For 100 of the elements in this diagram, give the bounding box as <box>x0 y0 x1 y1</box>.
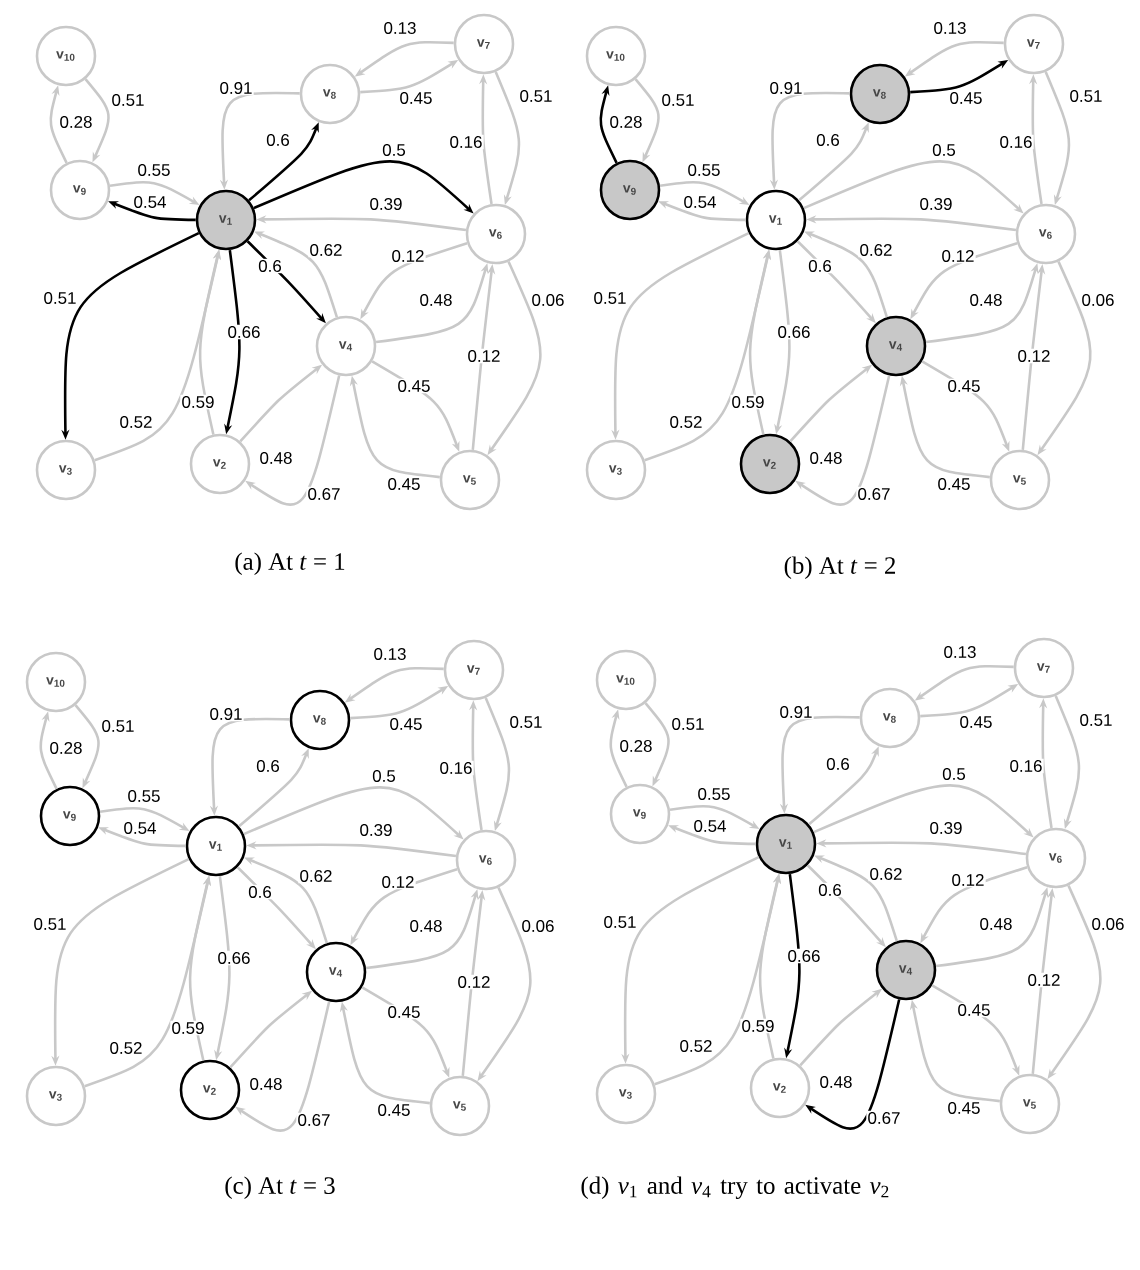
edge-label: 0.51 <box>44 292 76 304</box>
edge-label: 0.16 <box>440 762 472 774</box>
edge-label: 0.62 <box>870 868 902 880</box>
edge-label: 0.52 <box>680 1040 712 1052</box>
edge-label: 0.51 <box>510 716 542 728</box>
edge-label: 0.6 <box>258 260 282 272</box>
edge-label: 0.6 <box>826 758 850 770</box>
edge-label: 0.52 <box>670 416 702 428</box>
edge-label: 0.45 <box>948 1102 980 1114</box>
edge-label: 0.45 <box>958 1004 990 1016</box>
edge-label: 0.51 <box>662 94 694 106</box>
edge-label: 0.67 <box>868 1112 900 1124</box>
edge-label: 0.54 <box>134 196 166 208</box>
edge-label: 0.66 <box>788 950 820 962</box>
edge-label: 0.45 <box>388 478 420 490</box>
edge-label: 0.51 <box>520 90 552 102</box>
edge-label: 0.48 <box>980 918 1012 930</box>
edge-label: 0.45 <box>390 718 422 730</box>
edge-label: 0.12 <box>392 250 424 262</box>
edge-label: 0.48 <box>250 1078 282 1090</box>
edge-label: 0.66 <box>228 326 260 338</box>
edge-label: 0.6 <box>266 134 290 146</box>
edge-label: 0.28 <box>610 116 642 128</box>
edge-label: 0.51 <box>1070 90 1102 102</box>
subfigure-caption: (a) At t = 1 <box>235 552 345 575</box>
edge-label: 0.16 <box>1010 760 1042 772</box>
edge-label: 0.55 <box>698 788 730 800</box>
edge-label: 0.13 <box>374 648 406 660</box>
edge-label: 0.52 <box>110 1042 142 1054</box>
edge-label: 0.45 <box>938 478 970 490</box>
edge-label: 0.62 <box>860 244 892 256</box>
edge-label: 0.45 <box>950 92 982 104</box>
edge-label: 0.06 <box>522 920 554 932</box>
edge-label: 0.13 <box>384 22 416 34</box>
edge-label: 0.5 <box>382 144 406 156</box>
edge-label: 0.59 <box>732 396 764 408</box>
edge-label: 0.13 <box>934 22 966 34</box>
edge-label: 0.51 <box>102 720 134 732</box>
edge-label: 0.62 <box>300 870 332 882</box>
edge-label: 0.91 <box>220 82 252 94</box>
edge-label: 0.28 <box>620 740 652 752</box>
edge-label: 0.06 <box>1092 918 1124 930</box>
edge-label: 0.45 <box>388 1006 420 1018</box>
edge-label: 0.06 <box>532 294 564 306</box>
edge-label: 0.6 <box>816 134 840 146</box>
edge-label: 0.12 <box>1028 974 1060 986</box>
edge-label: 0.59 <box>742 1020 774 1032</box>
edge-label: 0.67 <box>308 488 340 500</box>
edge-label: 0.16 <box>1000 136 1032 148</box>
edge-label: 0.48 <box>810 452 842 464</box>
edge-label: 0.48 <box>820 1076 852 1088</box>
edge-label: 0.45 <box>400 92 432 104</box>
edge-label: 0.12 <box>458 976 490 988</box>
edge-label: 0.91 <box>210 708 242 720</box>
edge-label: 0.28 <box>60 116 92 128</box>
edge-label: 0.55 <box>128 790 160 802</box>
edge-label: 0.66 <box>778 326 810 338</box>
edge-label: 0.45 <box>378 1104 410 1116</box>
edge-label: 0.12 <box>468 350 500 362</box>
edge-label: 0.45 <box>960 716 992 728</box>
edge-label: 0.66 <box>218 952 250 964</box>
edge-label: 0.39 <box>360 824 392 836</box>
edge-label: 0.45 <box>398 380 430 392</box>
edge-label: 0.54 <box>694 820 726 832</box>
edge-label: 0.39 <box>930 822 962 834</box>
edge-label: 0.16 <box>450 136 482 148</box>
edge-label: 0.67 <box>858 488 890 500</box>
edge-label: 0.48 <box>410 920 442 932</box>
edge-label: 0.54 <box>124 822 156 834</box>
edge-label: 0.39 <box>920 198 952 210</box>
edge-label: 0.12 <box>382 876 414 888</box>
edge-label: 0.39 <box>370 198 402 210</box>
edge-label: 0.91 <box>780 706 812 718</box>
edge-label: 0.13 <box>944 646 976 658</box>
edge-label: 0.55 <box>138 164 170 176</box>
edge-label: 0.06 <box>1082 294 1114 306</box>
subfigure-caption: (c) At t = 3 <box>225 1176 335 1199</box>
edge-label: 0.67 <box>298 1114 330 1126</box>
edge-label: 0.45 <box>948 380 980 392</box>
edge-label: 0.28 <box>50 742 82 754</box>
edge-label: 0.55 <box>688 164 720 176</box>
edge-label: 0.91 <box>770 82 802 94</box>
edge-label: 0.5 <box>372 770 396 782</box>
subfigure-caption: (b) At t = 2 <box>784 556 895 579</box>
edge-label: 0.12 <box>952 874 984 886</box>
edge-label: 0.54 <box>684 196 716 208</box>
edge-label: 0.48 <box>420 294 452 306</box>
edge-label: 0.51 <box>672 718 704 730</box>
edge-label: 0.5 <box>932 144 956 156</box>
edge-label: 0.62 <box>310 244 342 256</box>
edge-label: 0.12 <box>942 250 974 262</box>
edge-label: 0.59 <box>182 396 214 408</box>
edge-label: 0.51 <box>1080 714 1112 726</box>
edge-label: 0.59 <box>172 1022 204 1034</box>
edge-label: 0.52 <box>120 416 152 428</box>
edge-label: 0.48 <box>260 452 292 464</box>
edge-label: 0.6 <box>818 884 842 896</box>
edge-label: 0.6 <box>808 260 832 272</box>
edge-label: 0.51 <box>34 918 66 930</box>
edge-label: 0.12 <box>1018 350 1050 362</box>
